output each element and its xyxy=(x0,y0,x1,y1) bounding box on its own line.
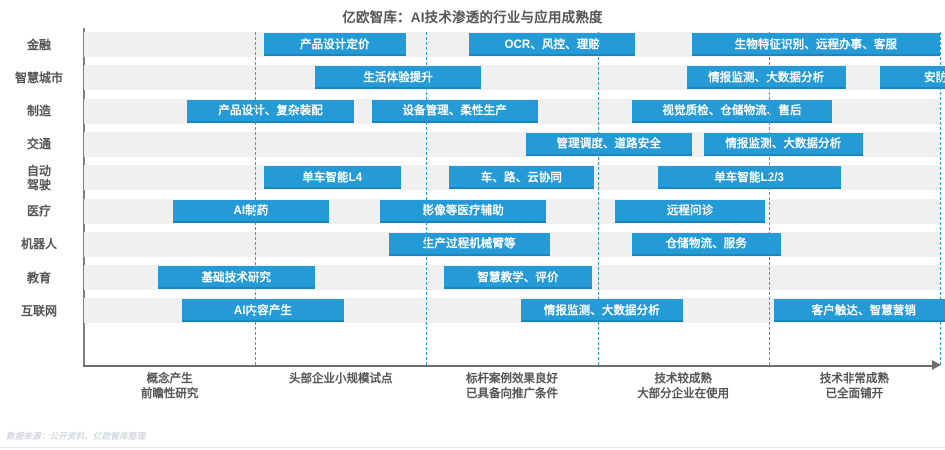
bar-交通-10[interactable]: 情报监测、大数据分析 xyxy=(703,132,863,156)
bar-互联网-21[interactable]: AI内容产生 xyxy=(181,299,345,323)
bar-金融-1[interactable]: OCR、风控、理赔 xyxy=(469,33,636,56)
bar-机器人-18[interactable]: 仓储物流、服务 xyxy=(631,232,781,256)
category-label-自动驾驶: 自动驾驶 xyxy=(0,164,78,192)
stage-label-5: 技术非常成熟已全面铺开 xyxy=(764,372,944,402)
source-note: 数据来源：公开资料、亿欧智库整理 xyxy=(6,431,146,441)
category-label-line: 互联网 xyxy=(20,303,57,318)
stage-label-line: 概念产生 xyxy=(146,373,193,385)
footer-divider xyxy=(0,447,945,448)
stage-label-line: 已具备向推广条件 xyxy=(466,388,558,400)
category-label-互联网: 互联网 xyxy=(0,304,78,318)
bar-教育-19[interactable]: 基础技术研究 xyxy=(157,266,316,290)
category-label-line: 机器人 xyxy=(20,237,57,252)
category-label-机器人: 机器人 xyxy=(0,237,78,251)
category-label-line: 金融 xyxy=(26,37,51,52)
bar-制造-6[interactable]: 产品设计、复杂装配 xyxy=(186,99,355,123)
bar-智慧城市-3[interactable]: 生活体验提升 xyxy=(315,66,482,90)
stage-label-line: 前瞻性研究 xyxy=(140,388,199,400)
bar-智慧城市-5[interactable]: 安防 xyxy=(880,66,945,90)
stage-label-4: 技术较成熟大部分企业在使用 xyxy=(593,372,773,402)
stage-label-3: 标杆案例效果良好已具备向推广条件 xyxy=(422,372,602,402)
gridline-stage-3 xyxy=(597,32,599,365)
bar-交通-9[interactable]: 管理调度、道路安全 xyxy=(525,132,692,156)
gridline-stage-1 xyxy=(255,32,257,365)
category-label-line: 驾驶 xyxy=(26,177,51,192)
category-label-制造: 制造 xyxy=(0,104,78,118)
bar-互联网-23[interactable]: 客户触达、智慧营销 xyxy=(773,299,945,323)
stage-label-line: 大部分企业在使用 xyxy=(637,388,730,400)
bar-制造-7[interactable]: 设备管理、柔性生产 xyxy=(371,99,538,123)
category-label-line: 交通 xyxy=(26,137,51,152)
category-label-医疗: 医疗 xyxy=(0,204,78,218)
bar-金融-0[interactable]: 产品设计定价 xyxy=(263,33,406,56)
bar-机器人-17[interactable]: 生产过程机械臂等 xyxy=(388,232,550,256)
stage-label-line: 已全面铺开 xyxy=(825,388,884,400)
gridline-stage-2 xyxy=(426,32,428,365)
gridline-stage-4 xyxy=(768,32,770,365)
category-label-line: 制造 xyxy=(26,104,51,119)
page-title: 亿欧智库：AI技术渗透的行业与应用成熟度 xyxy=(342,10,603,25)
stage-label-line: 技术较成熟 xyxy=(654,373,712,385)
bar-自动驾驶-12[interactable]: 车、路、云协同 xyxy=(448,166,595,190)
category-label-教育: 教育 xyxy=(0,271,78,285)
bar-智慧城市-4[interactable]: 情报监测、大数据分析 xyxy=(686,66,846,90)
category-label-金融: 金融 xyxy=(0,38,78,52)
stage-label-1: 概念产生前瞻性研究 xyxy=(80,372,260,402)
bar-制造-8[interactable]: 视觉质检、仓储物流、售后 xyxy=(631,99,833,123)
category-label-交通: 交通 xyxy=(0,137,78,151)
stage-label-2: 头部企业小规模试点 xyxy=(251,372,431,387)
category-label-line: 医疗 xyxy=(26,204,51,218)
category-label-智慧城市: 智慧城市 xyxy=(0,71,78,85)
bar-自动驾驶-13[interactable]: 单车智能L2/3 xyxy=(657,166,841,190)
stage-label-line: 技术非常成熟 xyxy=(819,373,889,385)
x-axis-arrow-icon xyxy=(932,360,941,370)
bar-医疗-16[interactable]: 远程问诊 xyxy=(614,199,766,223)
stage-label-line: 标杆案例效果良好 xyxy=(466,373,558,385)
bar-互联网-22[interactable]: 情报监测、大数据分析 xyxy=(520,299,684,323)
bar-金融-2[interactable]: 生物特征识别、远程办事、客服 xyxy=(691,33,940,56)
y-axis-line xyxy=(83,28,85,366)
gridline-stage-5 xyxy=(940,32,941,365)
stage-label-line: 头部企业小规模试点 xyxy=(289,373,393,385)
bar-医疗-15[interactable]: 影像等医疗辅助 xyxy=(380,199,547,223)
category-label-line: 智慧城市 xyxy=(14,70,63,85)
category-label-line: 自动 xyxy=(26,163,51,178)
category-label-line: 教育 xyxy=(26,270,51,285)
bar-自动驾驶-11[interactable]: 单车智能L4 xyxy=(263,166,401,190)
bar-教育-20[interactable]: 智慧教学、评价 xyxy=(443,266,593,290)
x-axis-line xyxy=(83,365,935,367)
bar-医疗-14[interactable]: AI制药 xyxy=(173,199,329,223)
